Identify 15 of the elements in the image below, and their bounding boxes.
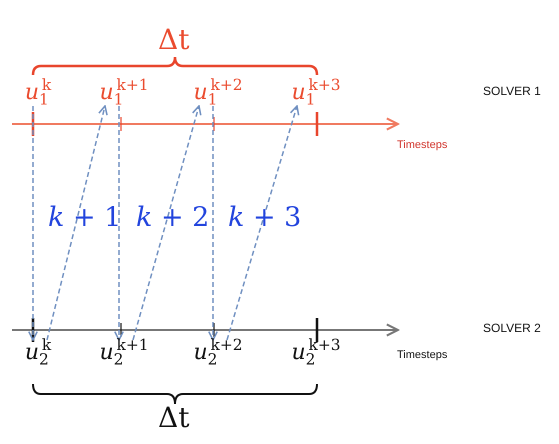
delta-t-label: Δt (158, 404, 190, 432)
arrow (208, 106, 218, 341)
iteration-label: k + 2 (136, 204, 210, 231)
iteration-label: k + 3 (228, 204, 302, 231)
arrow (46, 105, 108, 340)
delta-t-label: Δt (158, 26, 190, 54)
arrow (28, 106, 38, 341)
solver-name: SOLVER 2 (483, 322, 541, 334)
arrow (132, 105, 202, 340)
iteration-label: k + 1 (48, 204, 122, 231)
solver-name: SOLVER 1 (483, 85, 541, 97)
arrow (226, 105, 300, 340)
axis-label: Timesteps (397, 350, 448, 361)
axis-label: Timesteps (397, 140, 448, 151)
arrow (114, 106, 124, 341)
